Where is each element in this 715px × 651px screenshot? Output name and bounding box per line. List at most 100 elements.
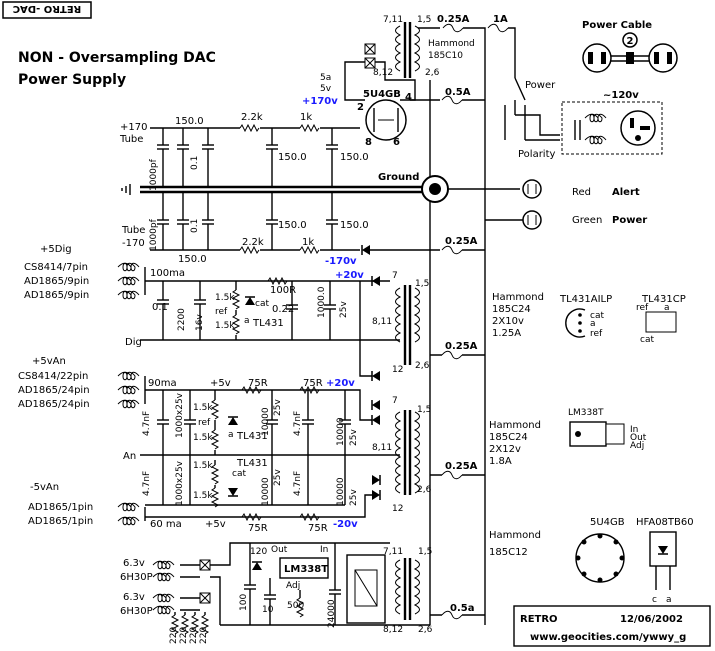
svg-text:150.0: 150.0 bbox=[340, 220, 369, 231]
ground-label: Ground bbox=[378, 172, 419, 183]
hv-pins-top-r: 1,5 bbox=[417, 15, 431, 25]
title-line2: Power Supply bbox=[18, 72, 126, 88]
svg-text:10000: 10000 bbox=[261, 477, 271, 506]
title-line1: NON - Oversampling DAC bbox=[18, 50, 216, 66]
svg-text:1000.0: 1000.0 bbox=[317, 286, 327, 318]
svg-text:-5vAn: -5vAn bbox=[30, 482, 59, 493]
pinouts: TL431AILP cat a ref TL431CP ref cat a LM… bbox=[559, 294, 694, 605]
svg-text:75R: 75R bbox=[248, 523, 268, 534]
alert-label: Alert bbox=[612, 187, 640, 198]
svg-text:Hammond: Hammond bbox=[492, 292, 544, 303]
hv-pins-bot: 8,12 bbox=[373, 68, 393, 78]
svg-text:c: c bbox=[652, 595, 657, 605]
mains-filter: ~120v bbox=[561, 90, 663, 155]
svg-text:10000: 10000 bbox=[336, 417, 346, 446]
svg-text:0.1: 0.1 bbox=[152, 302, 168, 313]
svg-text:Tube: Tube bbox=[119, 134, 143, 145]
svg-text:HFA08TB60: HFA08TB60 bbox=[636, 517, 694, 528]
svg-text:cat: cat bbox=[232, 469, 246, 479]
svg-text:TL431: TL431 bbox=[236, 431, 268, 442]
svg-text:cat: cat bbox=[255, 299, 269, 309]
svg-text:ref: ref bbox=[590, 329, 603, 339]
svg-text:8: 8 bbox=[365, 137, 372, 148]
svg-text:185C24: 185C24 bbox=[489, 432, 528, 443]
svg-text:1k: 1k bbox=[300, 112, 312, 123]
heater-section: 6.3v 6H30P 6.3v 6H30P 220 220 220 220 10… bbox=[120, 542, 433, 644]
svg-text:An: An bbox=[123, 451, 136, 462]
power-switch-label: Power bbox=[525, 80, 556, 91]
svg-text:4.7nF: 4.7nF bbox=[142, 471, 152, 496]
svg-text:25v: 25v bbox=[273, 469, 283, 486]
svg-text:12: 12 bbox=[392, 365, 403, 375]
svg-text:AD1865/1pin: AD1865/1pin bbox=[28, 502, 93, 513]
fuse-low1-label: 0.25A bbox=[445, 236, 478, 247]
svg-text:2: 2 bbox=[357, 102, 364, 113]
svg-text:ref: ref bbox=[198, 418, 211, 428]
svg-text:1000pf: 1000pf bbox=[149, 158, 159, 191]
svg-text:1.8A: 1.8A bbox=[489, 456, 512, 467]
svg-text:6H30P: 6H30P bbox=[120, 606, 153, 617]
svg-text:TL431: TL431 bbox=[252, 318, 284, 329]
svg-text:RETRO: RETRO bbox=[520, 614, 558, 625]
svg-text:LM338T: LM338T bbox=[284, 564, 328, 575]
svg-text:7: 7 bbox=[392, 396, 398, 406]
fuse-heater-label: 0.5a bbox=[450, 603, 474, 614]
minus-170-label: -170v bbox=[325, 256, 357, 267]
svg-text:CS8414/22pin: CS8414/22pin bbox=[18, 371, 88, 382]
svg-text:+5vAn: +5vAn bbox=[32, 356, 66, 367]
tap-5v: 5v bbox=[320, 84, 332, 94]
svg-text:4.7nF: 4.7nF bbox=[293, 471, 303, 496]
svg-text:1.25A: 1.25A bbox=[492, 328, 521, 339]
tube-label: 5U4GB bbox=[363, 89, 401, 100]
svg-text:1000pf: 1000pf bbox=[149, 218, 159, 251]
svg-text:a: a bbox=[666, 595, 672, 605]
svg-text:25v: 25v bbox=[349, 429, 359, 446]
svg-text:100R: 100R bbox=[270, 285, 296, 296]
svg-text:a: a bbox=[228, 430, 234, 440]
svg-text:1.5k: 1.5k bbox=[193, 433, 213, 443]
svg-text:8,11: 8,11 bbox=[372, 317, 392, 327]
svg-text:Adj: Adj bbox=[630, 441, 644, 451]
svg-text:220: 220 bbox=[189, 627, 199, 644]
svg-text:10000: 10000 bbox=[261, 407, 271, 436]
svg-text:120: 120 bbox=[250, 547, 267, 557]
svg-text:25v: 25v bbox=[273, 399, 283, 416]
rectifier-tube: 5a 5v +170v 5U4GB 2 4 8 6 bbox=[302, 73, 412, 148]
svg-text:1.5k: 1.5k bbox=[215, 321, 235, 331]
hv-cap-bank: 1000pf 0.1 150.0 150.0 bbox=[149, 128, 369, 191]
svg-text:100ma: 100ma bbox=[150, 268, 185, 279]
svg-text:Hammond: Hammond bbox=[489, 420, 541, 431]
svg-text:LM338T: LM338T bbox=[568, 408, 604, 418]
svg-text:1.5k: 1.5k bbox=[193, 403, 213, 413]
corner-logo-text: RETRO -DAC bbox=[13, 3, 82, 14]
svg-text:ref: ref bbox=[215, 307, 228, 317]
green-label: Green bbox=[572, 215, 602, 226]
svg-text:7: 7 bbox=[392, 271, 398, 281]
svg-text:6.3v: 6.3v bbox=[123, 592, 145, 603]
svg-text:TL431AILP: TL431AILP bbox=[559, 294, 612, 305]
svg-text:In: In bbox=[630, 425, 638, 435]
fuse-low3-label: 0.25A bbox=[445, 461, 478, 472]
svg-text:4: 4 bbox=[405, 92, 412, 103]
svg-text:ref: ref bbox=[636, 303, 649, 313]
svg-text:75R: 75R bbox=[303, 378, 323, 389]
footer-box: RETRO 12/06/2002 www.geocities.com/ywwy_… bbox=[513, 605, 711, 647]
fuse-main-label: 0.25A bbox=[437, 14, 470, 25]
svg-text:AD1865/24pin: AD1865/24pin bbox=[18, 399, 90, 410]
hv-name2: 185C10 bbox=[428, 51, 463, 61]
svg-text:TL431CP: TL431CP bbox=[641, 294, 686, 305]
svg-text:AD1865/9pin: AD1865/9pin bbox=[24, 276, 89, 287]
svg-text:25v: 25v bbox=[339, 301, 349, 318]
svg-text:6H30P: 6H30P bbox=[120, 572, 153, 583]
svg-text:4.7nF: 4.7nF bbox=[142, 411, 152, 436]
svg-text:1.5k: 1.5k bbox=[215, 293, 235, 303]
svg-text:1.5k: 1.5k bbox=[193, 461, 213, 471]
fuse-1a-label: 1A bbox=[493, 14, 508, 25]
svg-text:60 ma: 60 ma bbox=[150, 519, 182, 530]
svg-text:AD1865/24pin: AD1865/24pin bbox=[18, 385, 90, 396]
svg-text:a: a bbox=[244, 316, 250, 326]
svg-text:8,11: 8,11 bbox=[372, 443, 392, 453]
svg-text:cat: cat bbox=[590, 311, 604, 321]
svg-text:220: 220 bbox=[199, 627, 209, 644]
